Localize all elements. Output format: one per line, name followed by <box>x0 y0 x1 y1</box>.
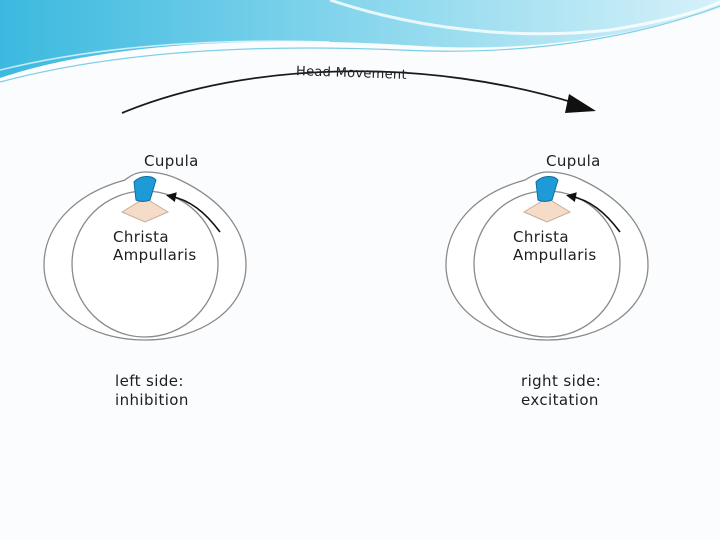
left-crista-label-line2: Ampullaris <box>113 246 197 264</box>
left-flow-arrow <box>166 192 221 233</box>
right-ampulla <box>445 171 649 341</box>
right-caption-line2: excitation <box>521 391 599 409</box>
right-crista <box>522 197 572 223</box>
left-caption-line1: left side: <box>115 372 184 390</box>
header-wave <box>0 0 720 83</box>
left-caption-line2: inhibition <box>115 391 189 409</box>
right-cupula <box>535 176 559 202</box>
left-crista-label-line1: Christa <box>113 228 170 246</box>
left-ampulla <box>43 171 247 341</box>
right-cupula-label: Cupula <box>546 152 601 170</box>
left-crista <box>120 197 170 223</box>
right-caption-line1: right side: <box>521 372 602 390</box>
left-cupula <box>133 176 157 202</box>
right-flow-arrow <box>566 192 621 233</box>
left-cupula-label: Cupula <box>144 152 199 170</box>
head-movement-arrow <box>121 70 596 114</box>
right-crista-label-line1: Christa <box>513 228 570 246</box>
right-crista-label-line2: Ampullaris <box>513 246 597 264</box>
